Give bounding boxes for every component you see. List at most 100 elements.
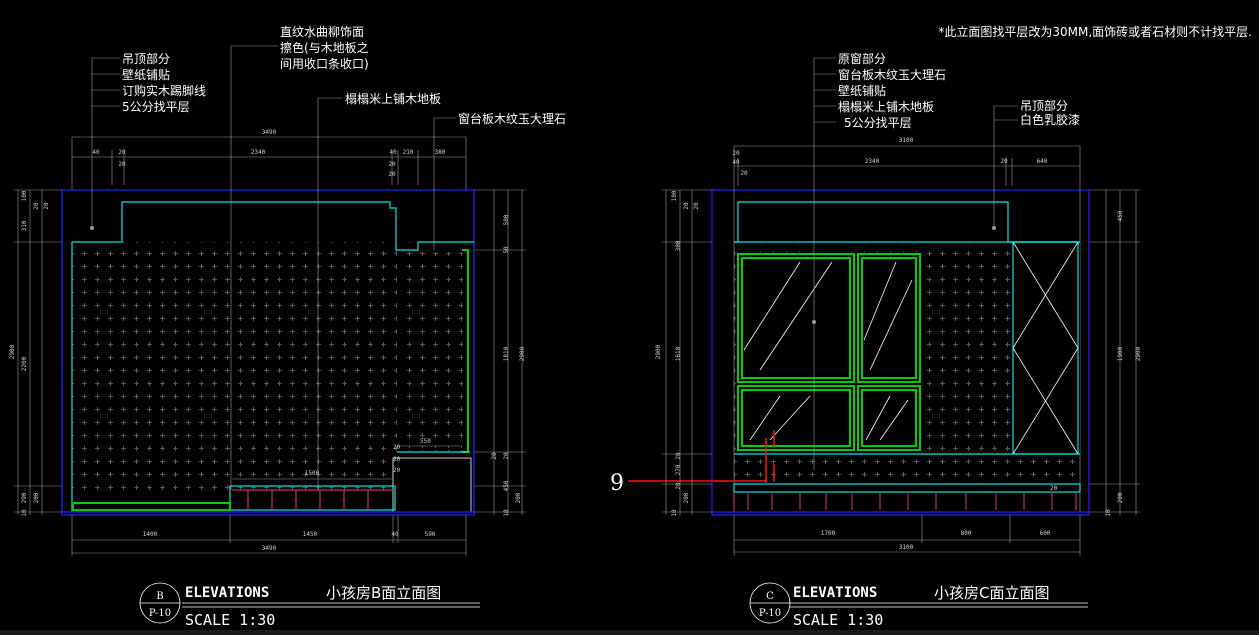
dim-left: 20	[693, 202, 700, 210]
top-note: *此立面图找平层改为30MM,面饰砖或者石材则不计找平层.	[938, 24, 1252, 39]
label-wallpaper: 壁纸铺贴	[122, 67, 170, 82]
dim-top-seg: 380	[435, 149, 446, 156]
dim-right: 20	[491, 452, 498, 460]
label-paint: 白色乳胶漆	[1020, 112, 1080, 127]
label-levelling: 5公分找平层	[844, 116, 912, 130]
dim-right: 1810	[503, 346, 510, 361]
dim-bottom-total: 3100	[899, 544, 914, 551]
scale-text: SCALE 1:30	[793, 611, 883, 629]
title-chinese: 小孩房C面立面图	[934, 584, 1049, 602]
elevation-b: 3490 40 20 2340 40 210 380 20 20 20 100 …	[9, 25, 566, 629]
dim-left: 200	[33, 492, 40, 503]
dim-top-seg: 40	[92, 149, 100, 156]
dim-inner: 20	[393, 456, 401, 463]
label-veneer: 间用收口条收口)	[280, 57, 369, 71]
dim-top-seg: 210	[403, 149, 414, 156]
dim-right: 2900	[1135, 346, 1142, 361]
dim-right: 500	[503, 214, 510, 225]
dim-left: 290	[21, 492, 28, 503]
dim-left: 2200	[21, 356, 28, 371]
label-veneer: 擦色(与木地板之	[280, 41, 369, 55]
dim-top-seg: 2340	[865, 158, 880, 165]
dim-left: 310	[21, 220, 28, 231]
dim-top-seg: 20	[740, 170, 748, 177]
label-levelling: 5公分找平层	[122, 100, 190, 114]
dim-top-seg: 20	[118, 149, 126, 156]
bottom-strip	[0, 630, 1259, 635]
dim-left: 20	[33, 202, 40, 210]
dim-top-seg: 20	[388, 161, 396, 168]
dim-left: 2900	[655, 344, 662, 359]
label-window: 原窗部分	[838, 51, 886, 66]
title-elevations: ELEVATIONS	[185, 585, 269, 601]
dim-right: 10	[503, 509, 510, 517]
ceiling-bulkhead	[72, 201, 397, 243]
label-ceiling: 吊顶部分	[1020, 98, 1068, 113]
bubble-sheet: P-10	[759, 608, 781, 619]
dim-bottom: 1450	[303, 531, 318, 538]
dim-right: 1900	[1117, 346, 1124, 361]
label-ceiling: 吊顶部分	[122, 51, 170, 66]
dim-bottom: 590	[425, 531, 436, 538]
label-veneer: 直纹水曲柳饰面	[280, 25, 364, 39]
dim-inner: 1500	[305, 470, 320, 477]
label-floor: 榻榻米上铺木地板	[838, 100, 934, 114]
dim-top-total: 3100	[899, 137, 914, 144]
dim-left: 100	[21, 190, 28, 201]
dim-top-seg: 40	[389, 149, 397, 156]
dim-bottom: 1700	[821, 530, 836, 537]
dim-right: 10	[1105, 509, 1112, 517]
dim-right: 200	[515, 492, 522, 503]
title-chinese: 小孩房B面立面图	[326, 584, 441, 602]
dim-right: 2900	[519, 346, 526, 361]
dim-left: 270	[675, 464, 682, 475]
window-frame	[737, 253, 921, 451]
dim-right: 450	[503, 480, 510, 491]
dim-left: 1610	[675, 346, 682, 361]
dim-top-sub: 20	[388, 171, 396, 178]
dim-left: 200	[683, 492, 690, 503]
dim-bottom: 800	[961, 530, 972, 537]
dim-bottom: 600	[1040, 530, 1051, 537]
dim-right: 450	[1117, 210, 1124, 221]
title-elevations: ELEVATIONS	[793, 585, 877, 601]
dim-left: 10	[671, 509, 678, 517]
label-skirting: 订购实木踢脚线	[122, 83, 206, 98]
dim-left: 20	[675, 482, 682, 490]
label-wallpaper: 壁纸铺贴	[838, 83, 886, 98]
dim-bottom: 1400	[143, 531, 158, 538]
dim-left: 20	[683, 202, 690, 210]
dim-right: 50	[503, 246, 510, 254]
dim-left: 20	[43, 202, 50, 210]
dim-top-seg: 2340	[251, 149, 266, 156]
elevation-c-outline	[711, 189, 1090, 516]
bubble-letter: C	[766, 591, 774, 602]
dim-top-seg: 40	[732, 159, 740, 166]
bubble-sheet: P-10	[149, 608, 171, 619]
dim-top-total: 3490	[262, 129, 277, 136]
dim-inner: 550	[420, 438, 431, 445]
dim-inner: 20	[393, 444, 401, 451]
section-marker	[628, 430, 775, 484]
tatami-platform	[733, 483, 1081, 493]
dim-left: 10	[21, 509, 28, 517]
scale-text: SCALE 1:30	[185, 611, 275, 629]
elevation-c: 9 3100 20 40 20 2340 20 640 1	[610, 51, 1142, 629]
dim-left: 300	[675, 240, 682, 251]
dim-bottom-total: 3490	[262, 545, 277, 552]
skirting-board	[72, 502, 231, 511]
marker-number: 9	[610, 471, 624, 496]
label-sill: 窗台板木纹玉大理石	[838, 67, 946, 82]
dim-left: 20	[675, 452, 682, 460]
bubble-letter: B	[156, 591, 163, 602]
dim-inner: 20	[1050, 485, 1058, 492]
dim-inner: 20	[393, 467, 401, 474]
dim-top-seg: 640	[1037, 158, 1048, 165]
dim-bottom: 40	[391, 531, 399, 538]
dim-right: 20	[503, 452, 510, 460]
dim-top-seg: 20	[732, 150, 740, 157]
label-floor: 榻榻米上铺木地板	[345, 92, 441, 106]
tatami-platform	[229, 485, 396, 511]
dim-top-seg: 20	[1000, 158, 1008, 165]
